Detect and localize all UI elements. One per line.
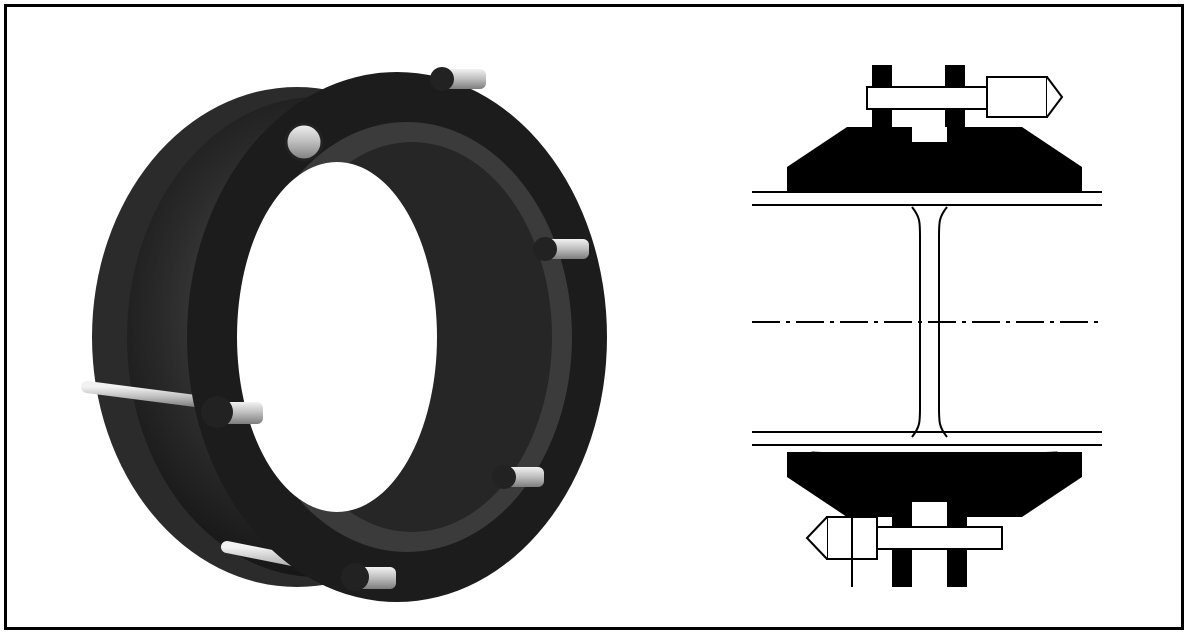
cross-section-lines xyxy=(752,191,1102,446)
bolt-bottom-right xyxy=(492,465,544,489)
bolt-right xyxy=(533,237,589,261)
upper-gland xyxy=(787,65,1082,193)
coupling-photo-graphic xyxy=(81,67,607,602)
bolt-top-right xyxy=(430,67,486,91)
front-flange xyxy=(187,72,607,602)
figure-frame xyxy=(4,4,1184,630)
flange-bolts xyxy=(201,67,589,591)
coupling-cross-section xyxy=(742,47,1112,607)
bore-opening xyxy=(237,162,437,512)
bolt-top xyxy=(284,122,324,162)
coupling-photo xyxy=(67,47,627,607)
bolt-left xyxy=(201,396,263,428)
cross-section-graphic xyxy=(752,65,1102,587)
bolt-bottom xyxy=(341,563,396,591)
lower-gland xyxy=(787,451,1082,587)
